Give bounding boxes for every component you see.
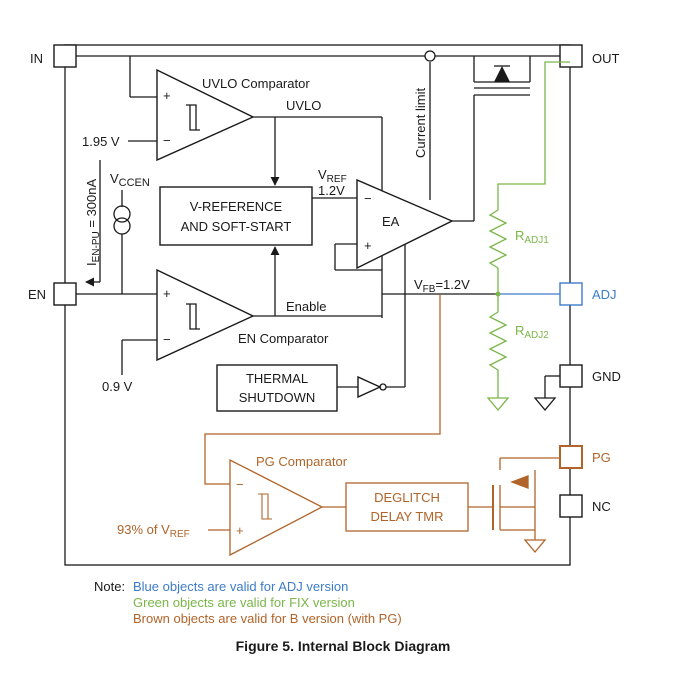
current-sense-node: [424, 50, 436, 62]
enable-label: Enable: [286, 299, 326, 314]
pg-plus: +: [236, 523, 244, 538]
ea-label: EA: [382, 214, 400, 229]
current-limit-label: Current limit: [413, 88, 428, 158]
en-plus: +: [163, 286, 171, 301]
error-amplifier: [356, 178, 454, 270]
pin-en-label: EN: [28, 287, 46, 302]
uvlo-minus: −: [163, 133, 171, 148]
uvlo-comparator: [156, 68, 255, 162]
pin-nc-label: NC: [592, 499, 611, 514]
vref-value: 1.2V: [318, 183, 345, 198]
radj1-label: RADJ1: [515, 228, 549, 246]
pin-out: [559, 44, 583, 68]
pin-pg-label: PG: [592, 450, 611, 465]
pin-adj-label: ADJ: [592, 287, 617, 302]
pin-gnd-label: GND: [592, 369, 621, 384]
note-green: Green objects are valid for FIX version: [133, 595, 355, 610]
vref-label: VREF: [318, 167, 347, 185]
pin-pg: [559, 445, 583, 469]
vfb-label: VFB=1.2V: [414, 277, 470, 295]
deglitch-line2: DELAY TMR: [371, 509, 444, 524]
pg-section: [204, 294, 560, 557]
note-blue: Blue objects are valid for ADJ version: [133, 579, 349, 594]
vref-block: [159, 186, 313, 246]
pin-adj: [559, 282, 583, 306]
wires: [76, 55, 560, 412]
pin-nc: [559, 494, 583, 518]
figure-caption: Figure 5. Internal Block Diagram: [235, 638, 451, 654]
thermal-shutdown-block: [216, 364, 338, 412]
note-prefix: Note:: [94, 579, 126, 594]
pin-out-label: OUT: [592, 51, 620, 66]
vref-block-line2: AND SOFT-START: [181, 219, 292, 234]
radj2-label: RADJ2: [515, 323, 549, 341]
thermal-line1: THERMAL: [246, 371, 308, 386]
pg-comparator-label: PG Comparator: [256, 454, 348, 469]
v195-label: 1.95 V: [82, 134, 120, 149]
uvlo-comparator-label: UVLO Comparator: [202, 76, 310, 91]
pin-en: [53, 282, 77, 306]
pin-in-label: IN: [30, 51, 43, 66]
thermal-line2: SHUTDOWN: [239, 390, 316, 405]
vccen-label: VCCEN: [110, 171, 150, 189]
pin-gnd: [559, 364, 583, 388]
deglitch-line1: DEGLITCH: [374, 490, 440, 505]
en-comparator: [156, 268, 255, 362]
uvlo-label: UVLO: [286, 98, 321, 113]
pin-in: [53, 44, 77, 68]
v09-label: 0.9 V: [102, 379, 133, 394]
ien-label: IEN-PU = 300nA: [84, 179, 102, 266]
uvlo-plus: +: [163, 88, 171, 103]
note-brown: Brown objects are valid for B version (w…: [133, 611, 402, 626]
pg-minus: −: [236, 477, 244, 492]
ea-minus: −: [364, 191, 372, 206]
fb-node: [495, 291, 501, 297]
pg-reference-label: 93% of VREF: [117, 522, 190, 540]
en-minus: −: [163, 332, 171, 347]
ea-plus: +: [364, 238, 372, 253]
vref-block-line1: V-REFERENCE: [190, 199, 283, 214]
en-comparator-label: EN Comparator: [238, 331, 329, 346]
fix-divider: [486, 61, 570, 412]
pins: [53, 44, 583, 518]
